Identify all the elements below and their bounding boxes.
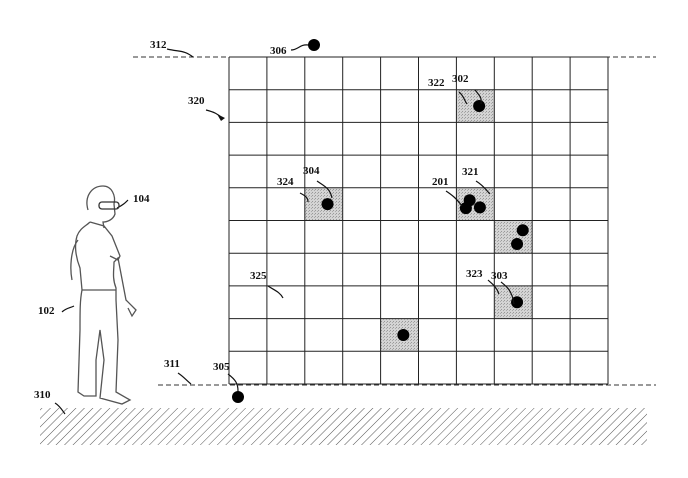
reference-labels: 312 306 320 322 302 304 324 201 321 104 … (34, 39, 508, 401)
label-312: 312 (150, 39, 167, 51)
object-dot (321, 198, 334, 211)
object-dot (473, 201, 486, 214)
object-dot-306 (308, 39, 320, 51)
label-303: 303 (491, 270, 508, 282)
grid-pointer-arrow (217, 114, 225, 121)
label-306: 306 (270, 45, 287, 57)
label-323: 323 (466, 268, 483, 280)
label-320: 320 (188, 95, 205, 107)
label-305: 305 (213, 361, 230, 373)
label-104: 104 (133, 193, 150, 205)
object-dot (516, 224, 529, 237)
object-dot (459, 202, 472, 215)
label-310: 310 (34, 389, 51, 401)
object-dot-305 (232, 391, 244, 403)
label-102: 102 (38, 305, 55, 317)
grid (228, 56, 609, 385)
object-dot (473, 100, 486, 113)
label-324: 324 (277, 176, 294, 188)
label-304: 304 (303, 165, 320, 177)
ground-floor (40, 408, 647, 445)
label-325: 325 (250, 270, 267, 282)
person-figure (70, 185, 137, 405)
object-dot (397, 328, 410, 341)
object-dot (511, 296, 524, 309)
label-302: 302 (452, 73, 469, 85)
leader-lines (54, 44, 515, 415)
object-dots (321, 100, 529, 341)
label-201: 201 (432, 176, 449, 188)
label-321: 321 (462, 166, 479, 178)
label-311: 311 (164, 358, 180, 370)
label-322: 322 (428, 77, 445, 89)
object-dot (511, 238, 524, 251)
